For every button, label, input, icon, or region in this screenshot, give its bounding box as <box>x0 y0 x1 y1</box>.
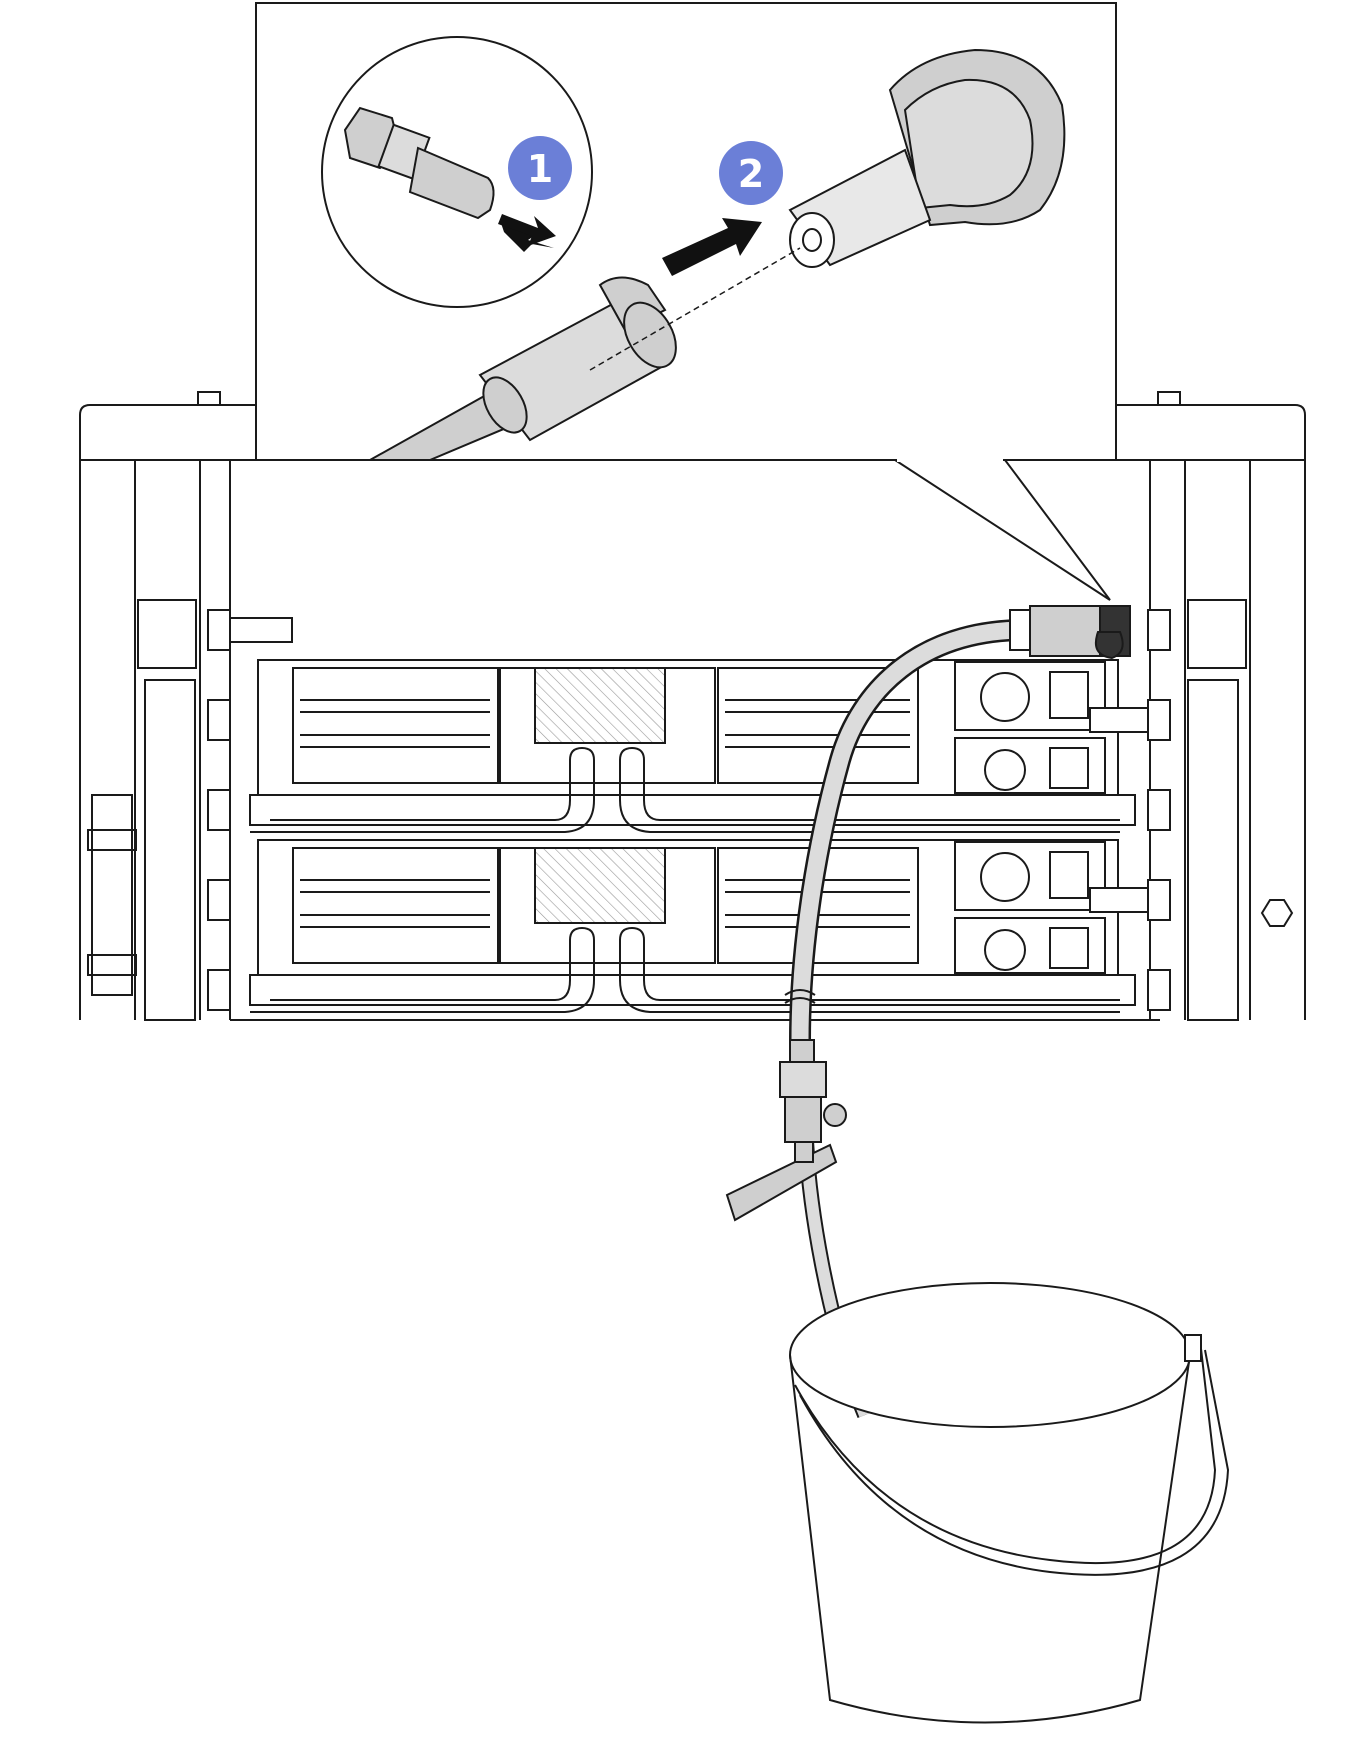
bucket <box>789 1282 1230 1724</box>
svg-text:2: 2 <box>738 152 764 196</box>
alignment-guide <box>589 247 801 371</box>
insert-arrow <box>662 218 762 276</box>
rack-chassis <box>79 391 1306 1021</box>
step-1-inset <box>321 36 593 308</box>
svg-text:1: 1 <box>527 147 553 191</box>
step-1-badge: 1 <box>508 136 572 200</box>
step-2-badge: 2 <box>719 141 783 205</box>
quick-connect-coupling <box>1009 605 1131 660</box>
ball-valve <box>725 1039 847 1222</box>
manifold-fittings <box>207 609 1171 1011</box>
server-node-lower <box>230 839 1160 1021</box>
step-2-detail <box>366 48 1066 461</box>
server-node-upper <box>249 659 1136 833</box>
